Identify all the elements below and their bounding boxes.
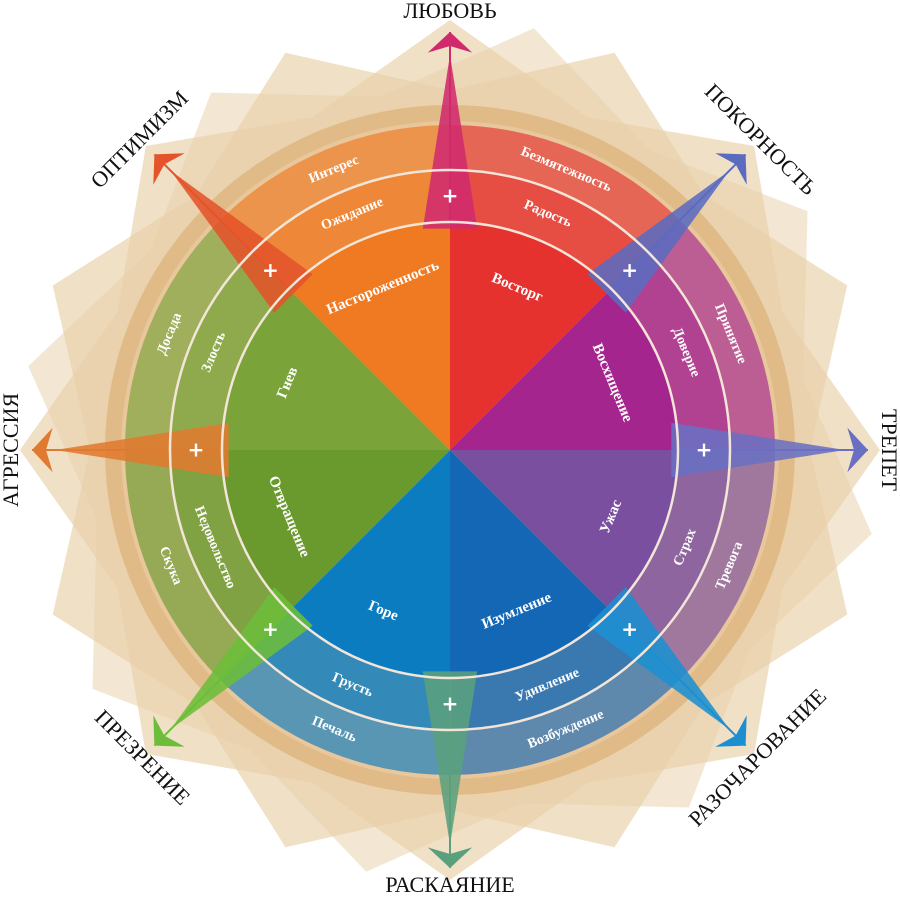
dyad-label: ТРЕПЕТ [877, 409, 900, 491]
plus-icon: + [262, 617, 279, 641]
sector-outer-band [647, 450, 775, 680]
sector-middle-band [170, 252, 289, 450]
ring-divider [168, 168, 732, 732]
sector-middle-band [611, 252, 730, 450]
sector-middle-band [252, 170, 450, 289]
dyad-label: РАСКАЯНИЕ [385, 872, 514, 897]
spike-line [153, 610, 290, 747]
plus-icon: + [188, 438, 205, 462]
ring-dividers [168, 168, 732, 732]
sector-outer-band [125, 450, 253, 680]
sector-outer-band [450, 125, 680, 253]
sector-middle-band [450, 611, 648, 730]
arrow-head [427, 847, 473, 868]
plus-icon: + [621, 258, 638, 282]
arrow-head [847, 427, 868, 473]
spike-line [153, 153, 290, 290]
sector-outer-band [220, 125, 450, 253]
plus-icon: + [442, 692, 459, 716]
dyad-label: ЛЮБОВЬ [403, 0, 496, 23]
sector-core [222, 450, 450, 612]
sector-core [222, 288, 450, 450]
sector-middle-band [611, 450, 730, 648]
spike-line [610, 610, 747, 747]
sector-middle-band [252, 611, 450, 730]
sector-core [288, 222, 450, 450]
sector-core [288, 450, 450, 678]
sector-outer-band [125, 220, 253, 450]
sector-outer-band [450, 647, 680, 775]
dyad-spikes [32, 32, 868, 868]
plus-icon: + [696, 438, 713, 462]
sector-outer-band [220, 647, 450, 775]
arrow-head [427, 32, 473, 53]
plus-icon: + [262, 258, 279, 282]
sector-core [450, 450, 678, 612]
sector-outer-band [647, 220, 775, 450]
plus-markers: + + + + + + + + [188, 184, 713, 716]
spike-line [610, 153, 747, 290]
arrow-head [153, 153, 185, 185]
arrow-head [715, 715, 747, 747]
sector-core [450, 288, 678, 450]
dyad-label: АГРЕССИЯ [0, 393, 23, 508]
plus-icon: + [621, 617, 638, 641]
ring-divider [220, 220, 680, 680]
sector-middle-band [450, 170, 648, 289]
arrow-head [32, 427, 53, 473]
arrow-head [153, 715, 185, 747]
sector-core [450, 450, 612, 678]
sector-middle-band [170, 450, 289, 648]
plus-icon: + [442, 184, 459, 208]
arrow-head [715, 153, 747, 185]
sector-core [450, 222, 612, 450]
emotion-sectors [125, 125, 775, 775]
